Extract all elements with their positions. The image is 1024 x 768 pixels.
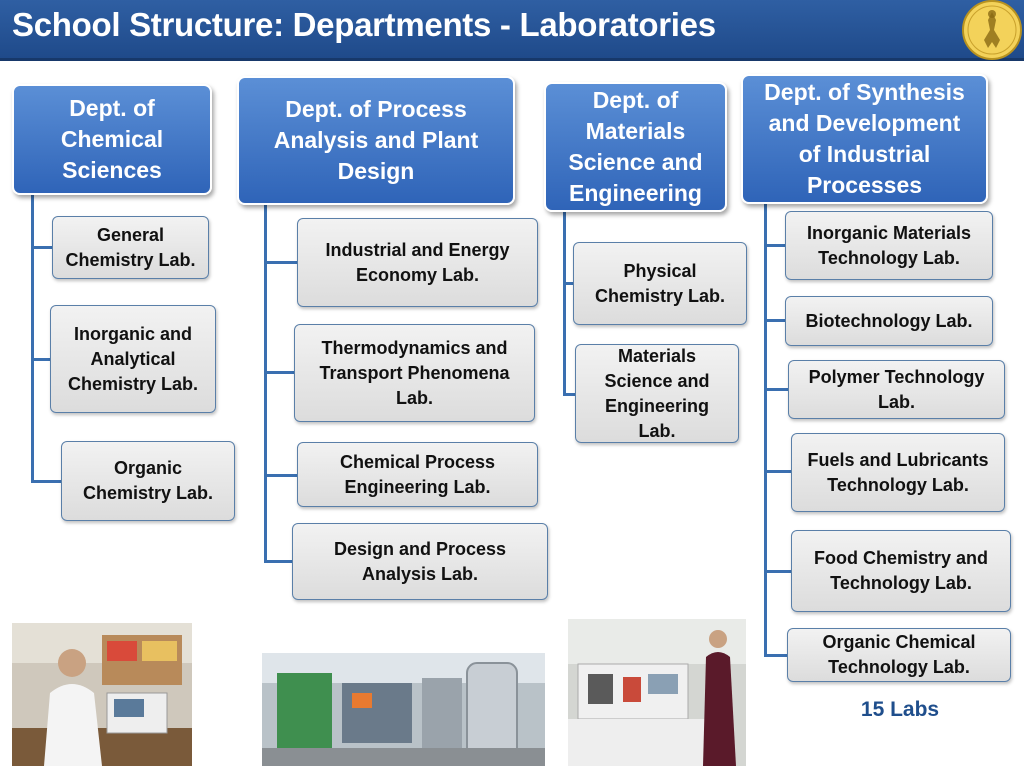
dept-name: Dept. of Materials Science and Engineeri… [568, 87, 703, 206]
lab-industrial-energy-economy: Industrial and Energy Economy Lab. [297, 218, 538, 307]
connector-dept4-lab5 [764, 570, 792, 573]
connector-dept4-lab2 [764, 319, 786, 322]
lab-name: Chemical Process Engineering Lab. [339, 451, 496, 497]
connector-dept2-lab4 [264, 560, 293, 563]
dept-name: Dept. of Synthesis and Development of In… [764, 79, 965, 198]
lab-name: Fuels and Lubricants Technology Lab. [807, 449, 989, 495]
lab-chemical-process-engineering: Chemical Process Engineering Lab. [297, 442, 538, 507]
connector-dept2-trunk [264, 205, 267, 563]
lab-name: Biotechnology Lab. [805, 310, 973, 331]
lab-inorganic-materials-technology: Inorganic Materials Technology Lab. [785, 211, 993, 280]
dept-chemical-sciences: Dept. of Chemical Sciences [12, 84, 212, 195]
connector-dept2-lab1 [264, 261, 298, 264]
lab-thermodynamics-transport: Thermodynamics and Transport Phenomena L… [294, 324, 535, 422]
lab-organic-chemistry: Organic Chemistry Lab. [61, 441, 235, 521]
connector-dept1-lab1 [31, 246, 53, 249]
dept-materials-science-engineering: Dept. of Materials Science and Engineeri… [544, 82, 727, 212]
lab-name: General Chemistry Lab. [65, 224, 196, 270]
title-bar: School Structure: Departments - Laborato… [0, 0, 1024, 61]
connector-dept2-lab2 [264, 371, 295, 374]
lab-fuels-lubricants-technology: Fuels and Lubricants Technology Lab. [791, 433, 1005, 512]
lab-name: Thermodynamics and Transport Phenomena L… [319, 337, 510, 408]
connector-dept3-trunk [563, 212, 566, 396]
lab-physical-chemistry: Physical Chemistry Lab. [573, 242, 747, 325]
lab-general-chemistry: General Chemistry Lab. [52, 216, 209, 279]
connector-dept4-lab3 [764, 388, 789, 391]
lab-name: Polymer Technology Lab. [808, 366, 985, 412]
lab-polymer-technology: Polymer Technology Lab. [788, 360, 1005, 419]
lab-photo-center [262, 653, 545, 766]
lab-name: Food Chemistry and Technology Lab. [813, 548, 988, 593]
lab-count: 15 Labs [860, 698, 940, 721]
page-title: School Structure: Departments - Laborato… [12, 6, 716, 43]
connector-dept4-trunk [764, 204, 767, 657]
connector-dept4-lab6 [764, 654, 788, 657]
connector-dept3-lab1 [563, 282, 574, 285]
lab-food-chemistry-technology: Food Chemistry and Technology Lab. [791, 530, 1011, 612]
lab-name: Materials Science and Engineering Lab. [604, 345, 710, 441]
lab-photo-left [12, 623, 192, 766]
lab-name: Design and Process Analysis Lab. [333, 538, 507, 584]
connector-dept4-lab1 [764, 244, 786, 247]
connector-dept4-lab4 [764, 470, 792, 473]
lab-materials-science-engineering: Materials Science and Engineering Lab. [575, 344, 739, 443]
connector-dept3-lab2 [563, 393, 576, 396]
lab-biotechnology: Biotechnology Lab. [785, 296, 993, 346]
connector-dept2-lab3 [264, 474, 298, 477]
university-seal-icon [962, 0, 1022, 60]
lab-name: Industrial and Energy Economy Lab. [325, 239, 510, 285]
lab-name: Physical Chemistry Lab. [594, 260, 726, 306]
dept-name: Dept. of Process Analysis and Plant Desi… [273, 96, 479, 184]
lab-name: Inorganic Materials Technology Lab. [806, 222, 972, 268]
lab-name: Organic Chemistry Lab. [82, 458, 214, 503]
connector-dept1-lab3 [31, 480, 62, 483]
lab-photo-right [568, 619, 746, 766]
dept-name: Dept. of Chemical Sciences [60, 95, 164, 183]
lab-inorganic-analytical-chemistry: Inorganic and Analytical Chemistry Lab. [50, 305, 216, 413]
lab-name: Organic Chemical Technology Lab. [822, 632, 976, 677]
dept-process-analysis-plant-design: Dept. of Process Analysis and Plant Desi… [237, 76, 515, 205]
lab-name: Inorganic and Analytical Chemistry Lab. [67, 323, 199, 394]
connector-dept1-lab2 [31, 358, 51, 361]
lab-design-process-analysis: Design and Process Analysis Lab. [292, 523, 548, 600]
dept-synthesis-industrial-processes: Dept. of Synthesis and Development of In… [741, 74, 988, 204]
lab-organic-chemical-technology: Organic Chemical Technology Lab. [787, 628, 1011, 682]
connector-dept1-trunk [31, 195, 34, 483]
